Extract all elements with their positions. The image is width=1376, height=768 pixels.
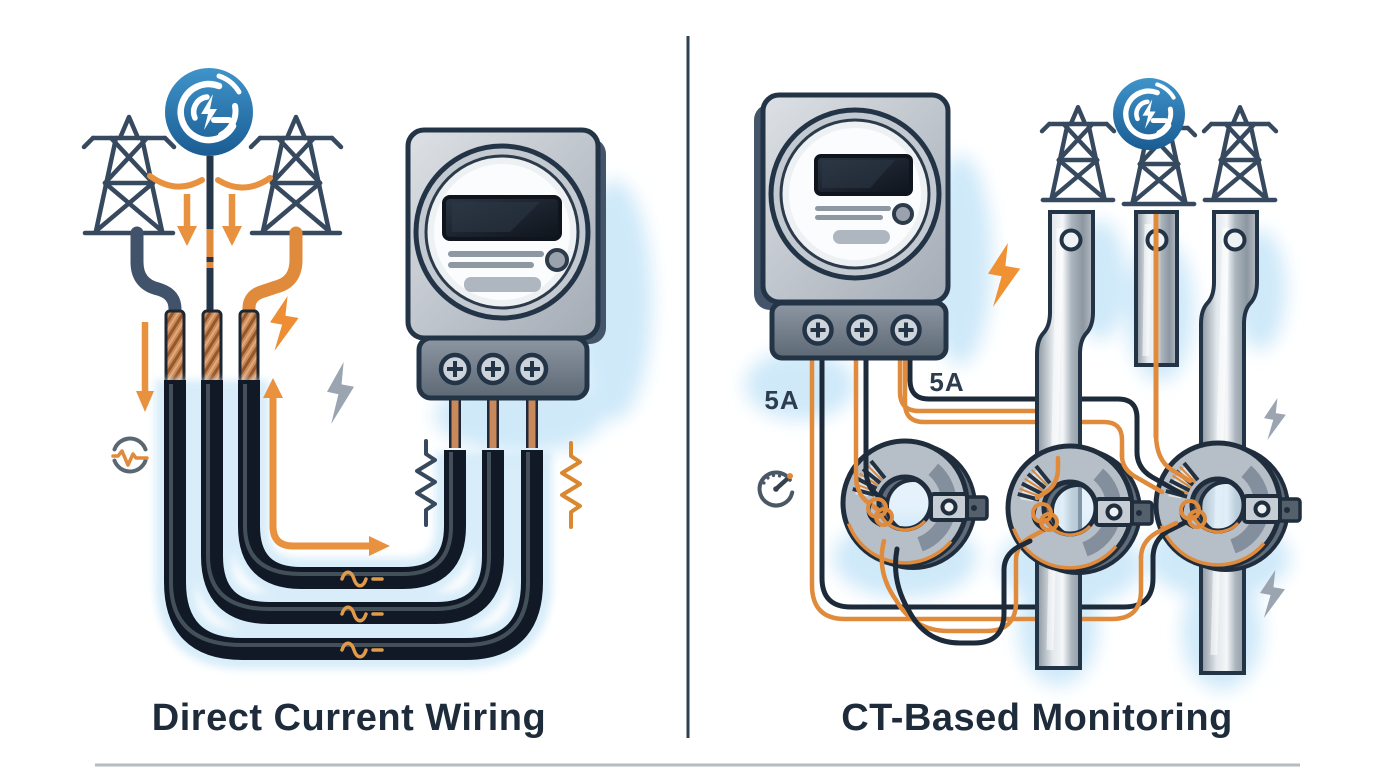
flow-arrow bbox=[263, 378, 390, 556]
left-panel-title: Direct Current Wiring bbox=[152, 697, 546, 739]
right-panel-title: CT-Based Monitoring bbox=[841, 697, 1233, 739]
meter-label-line bbox=[448, 251, 544, 257]
meter-nameplate bbox=[464, 277, 541, 292]
waveform-icon bbox=[111, 436, 149, 474]
transmission-tower-icon bbox=[84, 117, 174, 233]
meter-pigtails bbox=[449, 396, 538, 448]
flow-arc-left bbox=[147, 173, 205, 190]
resistor-icon bbox=[415, 439, 437, 527]
meter-label-line bbox=[448, 262, 534, 268]
supply-cable-phase bbox=[242, 226, 303, 325]
gauge-icon bbox=[757, 470, 795, 508]
ct-rating-label: 5A bbox=[764, 385, 799, 415]
ct-feed-wires bbox=[853, 357, 1193, 646]
meter-nameplate bbox=[833, 230, 890, 244]
terminal-screws bbox=[438, 352, 549, 386]
supply-cable-neutral bbox=[130, 226, 182, 325]
resistor-icon bbox=[560, 441, 582, 529]
transmission-tower-icon bbox=[1042, 107, 1114, 200]
down-arrow-icon bbox=[177, 194, 197, 246]
lightning-bolt-icon bbox=[1264, 398, 1286, 440]
electric-meter bbox=[754, 92, 951, 361]
down-arrow-icon bbox=[222, 194, 242, 246]
transmission-tower-icon bbox=[251, 117, 341, 233]
secondary-wires bbox=[809, 329, 1156, 622]
terminal-screws bbox=[802, 314, 922, 346]
electric-meter bbox=[405, 127, 606, 448]
copper-conductors bbox=[164, 309, 260, 386]
transmission-tower-icon bbox=[1204, 107, 1276, 200]
lightning-bolt-icon bbox=[327, 362, 355, 424]
grid-logo-icon bbox=[165, 68, 253, 156]
right-panel: 5A 5A bbox=[754, 78, 1300, 675]
down-arrow-icon bbox=[136, 322, 154, 412]
meter-button bbox=[545, 248, 569, 272]
flow-arc-right bbox=[215, 175, 273, 191]
lightning-bolt-icon bbox=[270, 296, 299, 351]
lightning-bolt-icon bbox=[988, 243, 1021, 307]
ct-rating-label: 5A bbox=[929, 367, 964, 397]
grid-logo-icon bbox=[1113, 78, 1185, 150]
meter-label-line bbox=[815, 206, 891, 211]
meter-label-line bbox=[815, 215, 883, 220]
left-panel bbox=[84, 68, 606, 669]
meter-button bbox=[892, 203, 914, 225]
